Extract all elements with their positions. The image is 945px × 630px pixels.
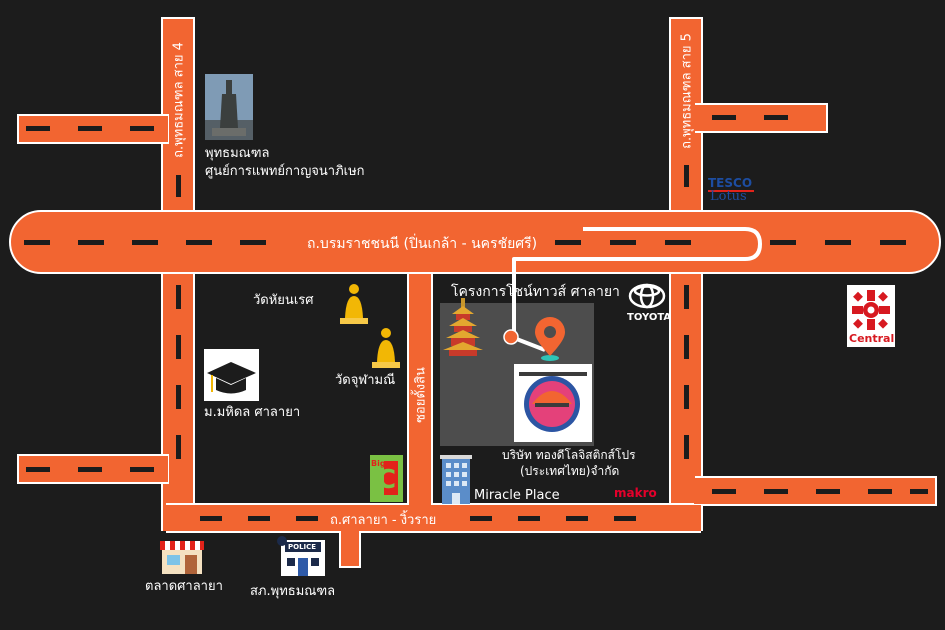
lane-dashes [24, 115, 928, 521]
route-line [512, 227, 762, 352]
project-label: โครงการโชน์ทาวส์ ศาลายา [451, 284, 620, 300]
main-road-label: ถ.บรมราชชนนี (ปิ่นเกล้า - นครชัยศรี) [307, 236, 538, 252]
graduation-cap-icon [204, 349, 259, 401]
shop-icon [160, 541, 204, 574]
central-logo[interactable] [847, 285, 895, 347]
bottom-road-label: ถ.ศาลายา - งิ้วราย [330, 513, 437, 528]
police-station-icon [277, 536, 325, 576]
tesco-logo-bottom[interactable]: Lotus [710, 189, 747, 204]
company-logo[interactable] [514, 364, 592, 442]
bigc-top-label: Big [371, 459, 386, 468]
police-sign-label: POLICE [288, 543, 317, 551]
police-station-label: สภ.พุทธมณฑล [250, 584, 336, 599]
right-road-label: ถ.พุทธมณฑล สาย 5 [679, 33, 695, 149]
buddha-icon [340, 284, 368, 324]
left-road-label: ถ.พุทธมณฑล สาย 4 [171, 42, 187, 158]
company-label-1: บริษัท ทองดีโลจิสติกส์โปร [502, 448, 636, 462]
tesco-logo-top[interactable]: TESCO [708, 176, 753, 190]
makro-logo[interactable]: makro [614, 486, 657, 500]
miracle-label: Miracle Place [474, 488, 560, 503]
location-pin-icon[interactable] [535, 317, 565, 361]
market-label: ตลาดศาลายา [145, 579, 223, 594]
buddha-park-label-1: พุทธมณฑล [205, 146, 270, 161]
company-label-2: (ประเทศไทย)จำกัด [520, 464, 620, 478]
buddha-statue-photo [205, 74, 253, 140]
central-label: Central [849, 332, 895, 345]
mahidol-label: ม.มหิดล ศาลายา [204, 405, 301, 420]
wat-hua-yai-label: วัดหัยนเรศ [253, 293, 314, 308]
toyota-icon [628, 283, 666, 309]
building-icon [440, 455, 472, 504]
soi-label: ซอยตั้งสิน [413, 367, 429, 423]
toyota-label: TOYOTA [627, 312, 672, 323]
bigc-letter: C [377, 465, 397, 495]
pagoda-icon [443, 298, 483, 356]
route-start-dot [503, 329, 519, 345]
tesco-stripes [708, 190, 754, 192]
bigc-logo[interactable] [370, 455, 403, 502]
wat-jun-label: วัดจุฬามณี [335, 373, 396, 388]
buddha-park-label-2: ศูนย์การแพทย์กาญจนาภิเษก [205, 164, 365, 179]
buddha-icon [372, 328, 400, 368]
